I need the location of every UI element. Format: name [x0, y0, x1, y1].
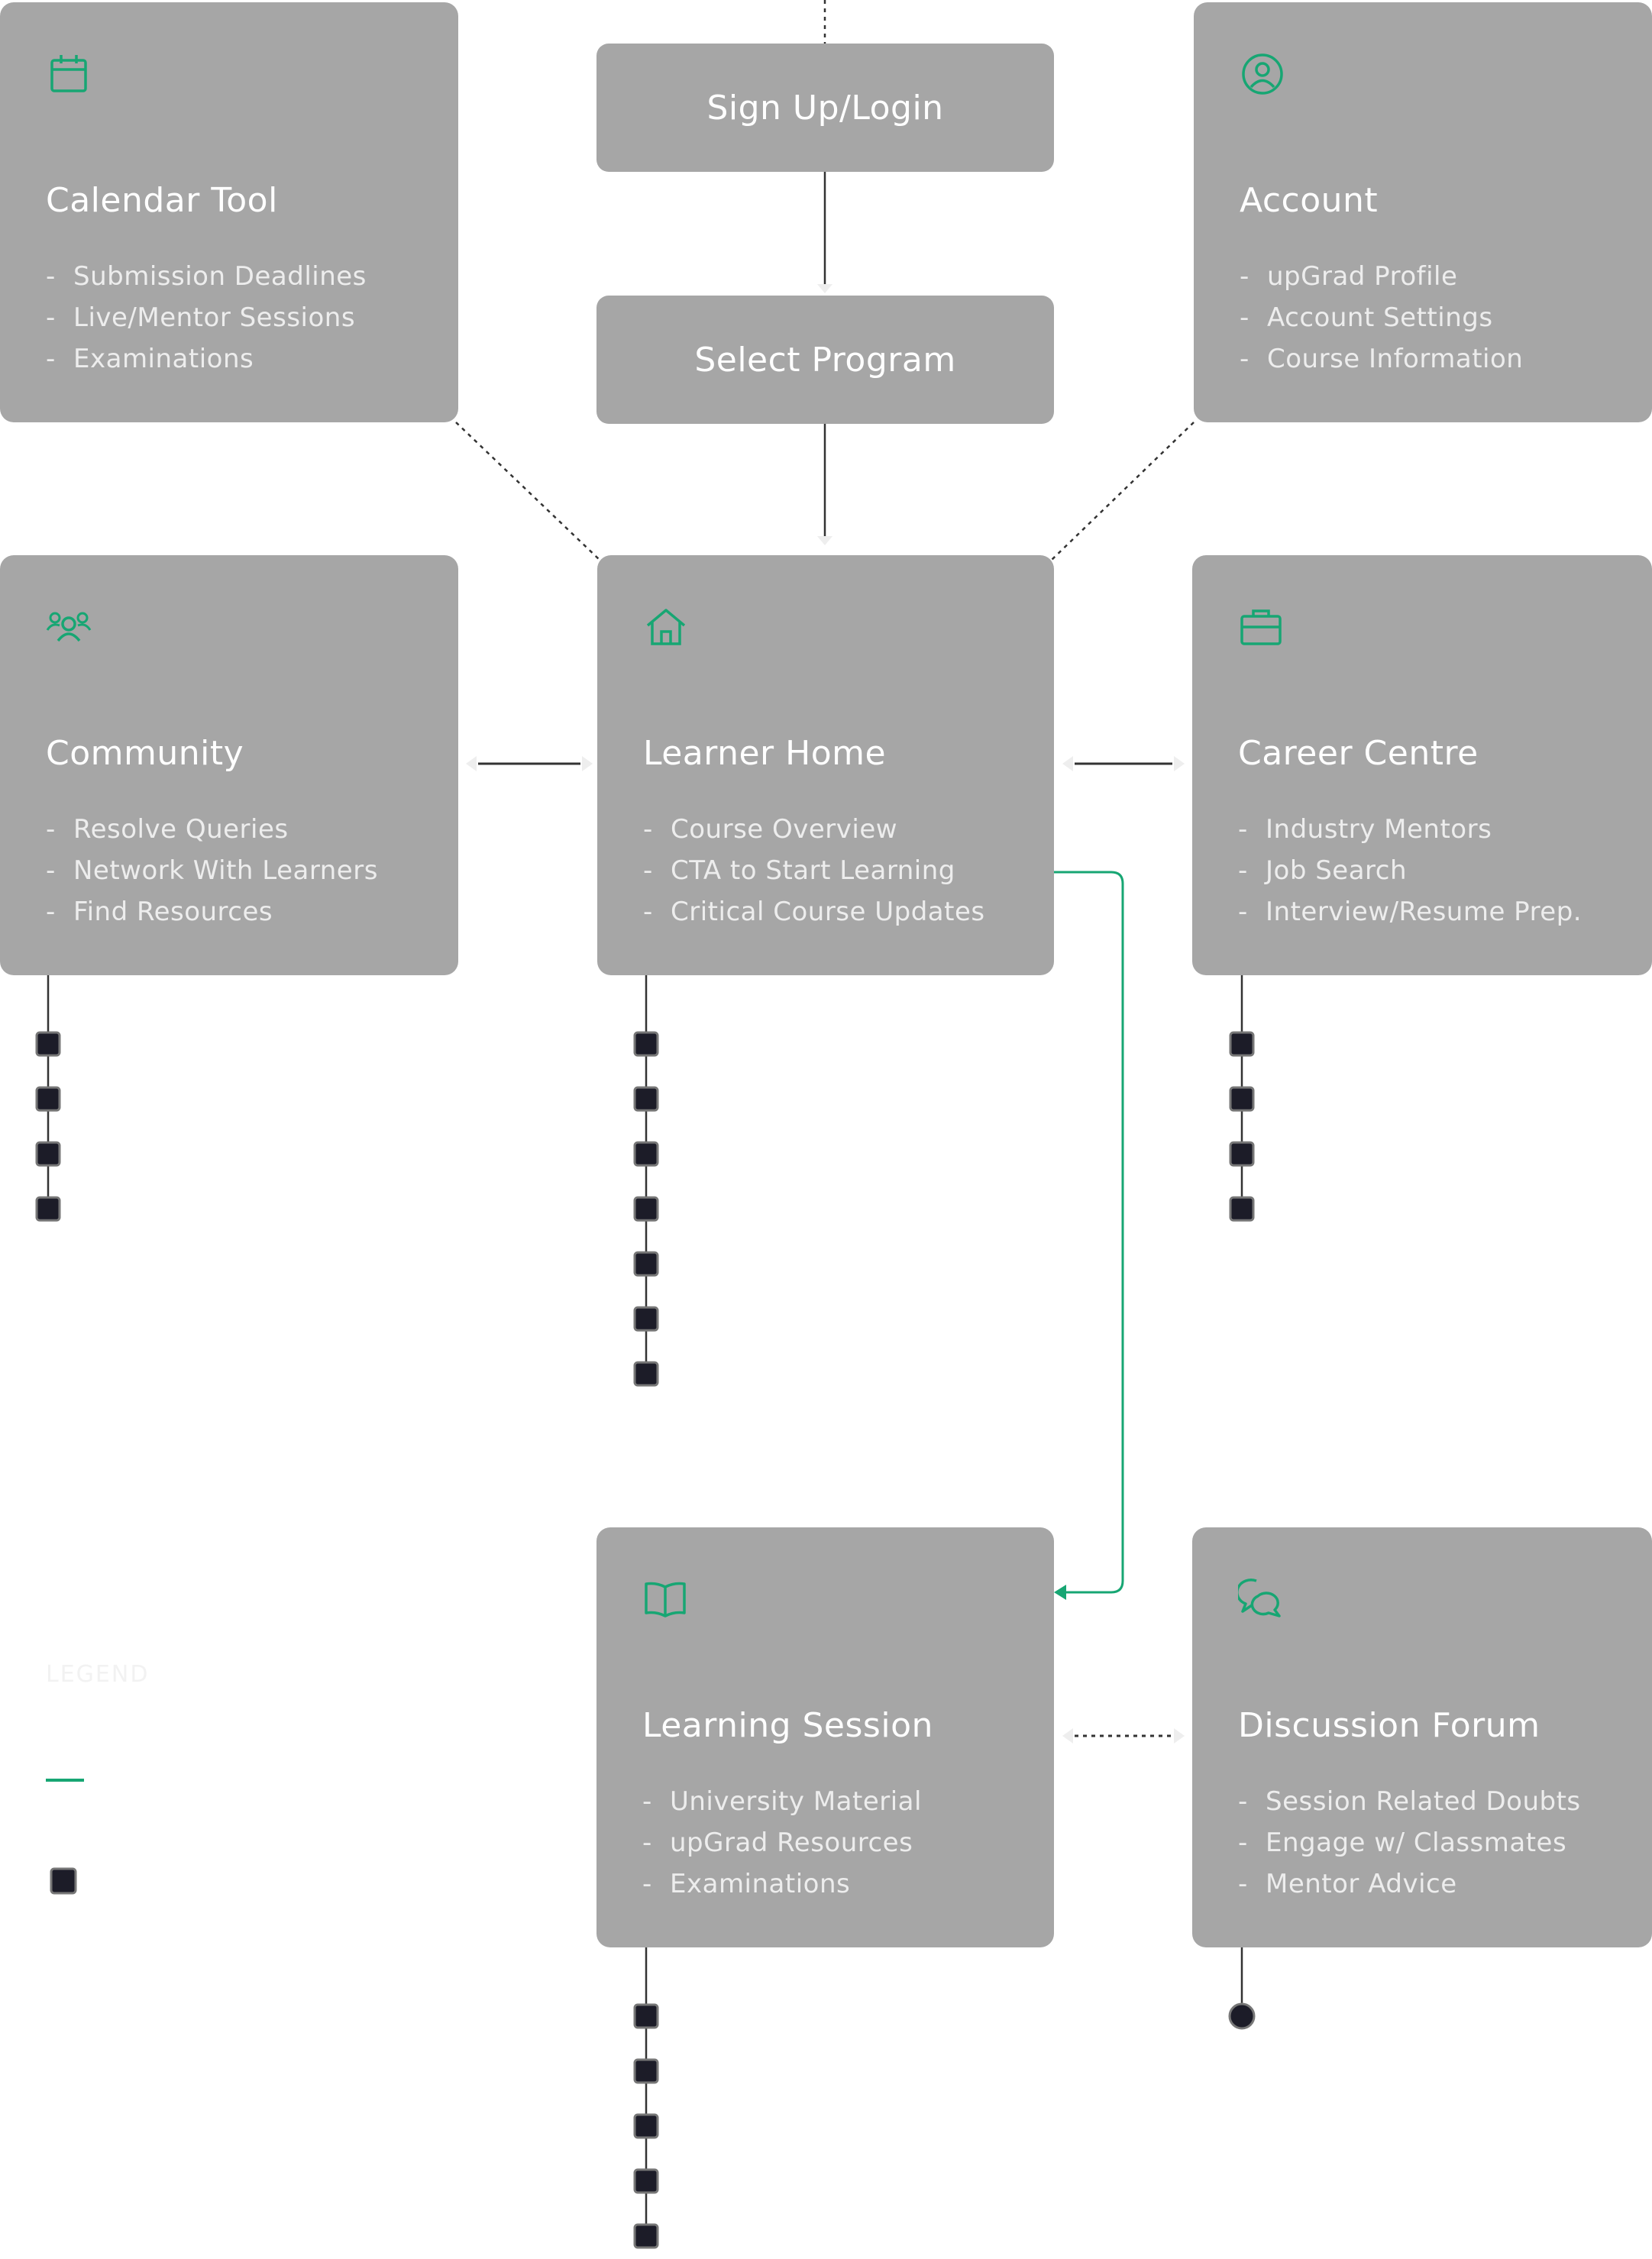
- forum-end-circle: [1228, 2002, 1256, 2030]
- calendar-card[interactable]: Calendar Tool -Submission Deadlines -Liv…: [0, 2, 458, 422]
- select-program-title: Select Program: [694, 340, 956, 380]
- session-forum-arrowhead-right: [1174, 1728, 1185, 1744]
- home-career-arrowhead-right: [1174, 756, 1185, 771]
- calendar-to-home-dotted: [455, 422, 600, 561]
- list-item: -Resolve Queries: [46, 814, 289, 845]
- list-item[interactable]: -CTA to Start Learning: [643, 855, 955, 886]
- community-card[interactable]: Community -Resolve Queries -Network With…: [0, 555, 458, 975]
- legend-node-sample: [50, 1867, 77, 1895]
- chat-bubbles-icon: [1238, 1579, 1281, 1617]
- list-item: -Course Information: [1240, 344, 1524, 374]
- home-chain-node: [633, 1086, 659, 1112]
- learning-session-title: Learning Session: [642, 1706, 933, 1745]
- career-card[interactable]: Career Centre -Industry Mentors -Job Sea…: [1192, 555, 1652, 975]
- home-chain-node: [633, 1031, 659, 1057]
- learner-home-title: Learner Home: [643, 734, 887, 773]
- cta-to-session-path: [994, 871, 1124, 1594]
- list-item: -Network With Learners: [46, 855, 378, 886]
- career-chain-node: [1229, 1086, 1255, 1112]
- learning-session-list: -University Material -upGrad Resources -…: [642, 1781, 922, 1905]
- session-chain-node: [633, 2003, 659, 2029]
- career-chain-node: [1229, 1141, 1255, 1167]
- career-chain-node: [1229, 1031, 1255, 1057]
- account-list: -upGrad Profile -Account Settings -Cours…: [1240, 256, 1523, 380]
- career-chain-node: [1229, 1196, 1255, 1222]
- calendar-title: Calendar Tool: [46, 181, 278, 220]
- list-item: -Examinations: [642, 1869, 851, 1899]
- home-icon: [646, 609, 686, 645]
- forum-list: -Session Related Doubts -Engage w/ Class…: [1238, 1781, 1581, 1905]
- book-icon: [645, 1582, 686, 1617]
- calendar-icon: [50, 55, 87, 92]
- list-item: -Engage w/ Classmates: [1238, 1828, 1567, 1858]
- briefcase-icon: [1240, 609, 1282, 645]
- forum-card[interactable]: Discussion Forum -Session Related Doubts…: [1192, 1527, 1652, 1947]
- account-card[interactable]: Account -upGrad Profile -Account Setting…: [1194, 2, 1652, 422]
- session-chain-node: [633, 2058, 659, 2084]
- home-chain-node: [633, 1196, 659, 1222]
- signup-title: Sign Up/Login: [706, 88, 944, 128]
- list-item: -Account Settings: [1240, 302, 1493, 333]
- session-chain-node: [633, 2113, 659, 2139]
- session-chain-node: [633, 2223, 659, 2249]
- list-item: -Course Overview: [643, 814, 898, 845]
- home-chain-node: [633, 1251, 659, 1277]
- home-chain-node: [633, 1141, 659, 1167]
- session-forum-arrowhead-left: [1062, 1728, 1073, 1744]
- career-title: Career Centre: [1238, 734, 1479, 773]
- learner-home-list: -Course Overview -CTA to Start Learning …: [643, 809, 985, 932]
- learner-home-card[interactable]: Learner Home -Course Overview -CTA to St…: [597, 555, 1054, 975]
- home-chain-node: [633, 1306, 659, 1332]
- select-program-box[interactable]: Select Program: [596, 296, 1054, 424]
- forum-title: Discussion Forum: [1238, 1706, 1540, 1745]
- signup-box[interactable]: Sign Up/Login: [596, 44, 1054, 172]
- list-item: -University Material: [642, 1786, 922, 1817]
- users-icon: [46, 612, 92, 642]
- learning-session-card[interactable]: Learning Session -University Material -u…: [596, 1527, 1054, 1947]
- cta-to-session-arrowhead: [1054, 1585, 1066, 1600]
- calendar-list: -Submission Deadlines -Live/Mentor Sessi…: [46, 256, 367, 380]
- select-to-home-arrowhead: [817, 536, 832, 545]
- home-career-arrowhead-left: [1062, 756, 1073, 771]
- session-chain-node: [633, 2168, 659, 2194]
- community-chain-node: [35, 1196, 61, 1222]
- list-item: -upGrad Resources: [642, 1828, 913, 1858]
- community-chain-node: [35, 1031, 61, 1057]
- user-circle-icon: [1242, 53, 1283, 95]
- list-item: -upGrad Profile: [1240, 261, 1458, 292]
- list-item: -Session Related Doubts: [1238, 1786, 1581, 1817]
- community-home-arrowhead-right: [582, 756, 593, 771]
- list-item: -Mentor Advice: [1238, 1869, 1457, 1899]
- account-to-home-dotted: [1051, 422, 1195, 561]
- list-item: -Live/Mentor Sessions: [46, 302, 356, 333]
- list-item: -Interview/Resume Prep.: [1238, 897, 1582, 927]
- list-item: -Find Resources: [46, 897, 273, 927]
- community-chain-node: [35, 1086, 61, 1112]
- community-title: Community: [46, 734, 244, 773]
- legend-title: LEGEND: [46, 1661, 150, 1688]
- community-home-arrowhead-left: [466, 756, 477, 771]
- community-chain-node: [35, 1141, 61, 1167]
- account-title: Account: [1240, 181, 1379, 220]
- list-item: -Industry Mentors: [1238, 814, 1492, 845]
- list-item: -Job Search: [1238, 855, 1408, 886]
- list-item: -Examinations: [46, 344, 254, 374]
- career-list: -Industry Mentors -Job Search -Interview…: [1238, 809, 1582, 932]
- list-item: -Critical Course Updates: [643, 897, 985, 927]
- signup-to-select-arrowhead: [817, 284, 832, 293]
- community-list: -Resolve Queries -Network With Learners …: [46, 809, 378, 932]
- home-chain-node: [633, 1361, 659, 1387]
- list-item: -Submission Deadlines: [46, 261, 367, 292]
